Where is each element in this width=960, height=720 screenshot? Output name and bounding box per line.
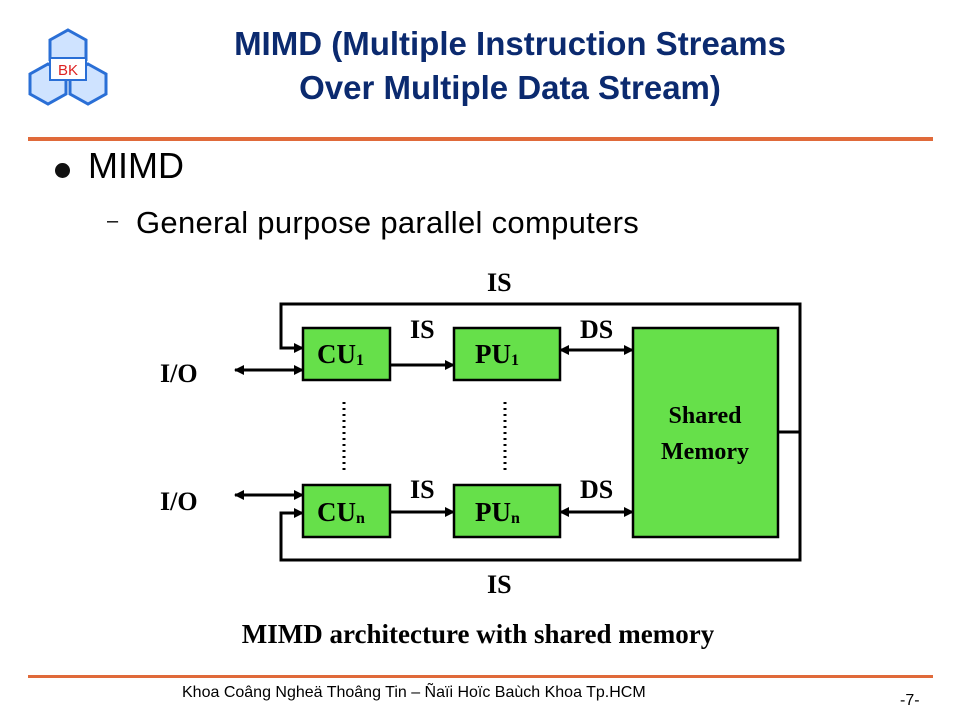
pun-label: PU [475,497,511,527]
cu1-box [301,326,392,382]
is-top-label: IS [487,268,512,297]
memory-label-line-2: Memory [661,439,749,465]
header-divider [28,137,933,141]
pun-box [452,483,562,539]
is-bottom-label: IS [487,570,512,599]
logo-text: BK [58,62,78,79]
ds-1-label: DS [580,315,613,344]
is-1-label: IS [410,315,435,344]
cun-box [301,483,392,539]
cu1-subscript: 1 [356,352,364,369]
pu1-label: PU [475,339,511,369]
is-n-label: IS [410,475,435,504]
svg-text:CUn: CUn [317,497,365,527]
title-line-2: Over Multiple Data Stream) [299,69,721,106]
top-is-path [279,302,802,434]
page-number: -7- [900,692,920,709]
io-1-label: I/O [160,359,198,388]
bullet-text: MIMD [88,145,184,186]
io-n-label: I/O [160,487,198,516]
diagram-caption: MIMD architecture with shared memory [242,619,715,649]
svg-text:PUn: PUn [475,497,520,527]
pu1-subscript: 1 [511,352,519,369]
bullet-dot-icon [55,163,70,178]
shared-memory-box [631,326,780,539]
footer-text: Khoa Coâng Ngheä Thoâng Tin – Ñaïi Hoïc … [182,684,646,701]
sub-bullet-marker: – [107,210,119,232]
cun-subscript: n [356,510,365,527]
cun-label: CU [317,497,356,527]
memory-label-line-1: Shared [669,403,743,429]
page-title: MIMD (Multiple Instruction Streams Over … [120,22,900,110]
bottom-is-path [279,432,802,562]
footer-divider [28,675,933,678]
sub-bullet-text: General purpose parallel computers [136,205,640,240]
title-line-1: MIMD (Multiple Instruction Streams [234,25,786,62]
svg-text:CU1: CU1 [317,339,364,369]
svg-text:PU1: PU1 [475,339,519,369]
ds-n-label: DS [580,475,613,504]
university-logo: BK [28,28,108,106]
pun-subscript: n [511,510,520,527]
cu1-label: CU [317,339,356,369]
pu1-box [452,326,562,382]
